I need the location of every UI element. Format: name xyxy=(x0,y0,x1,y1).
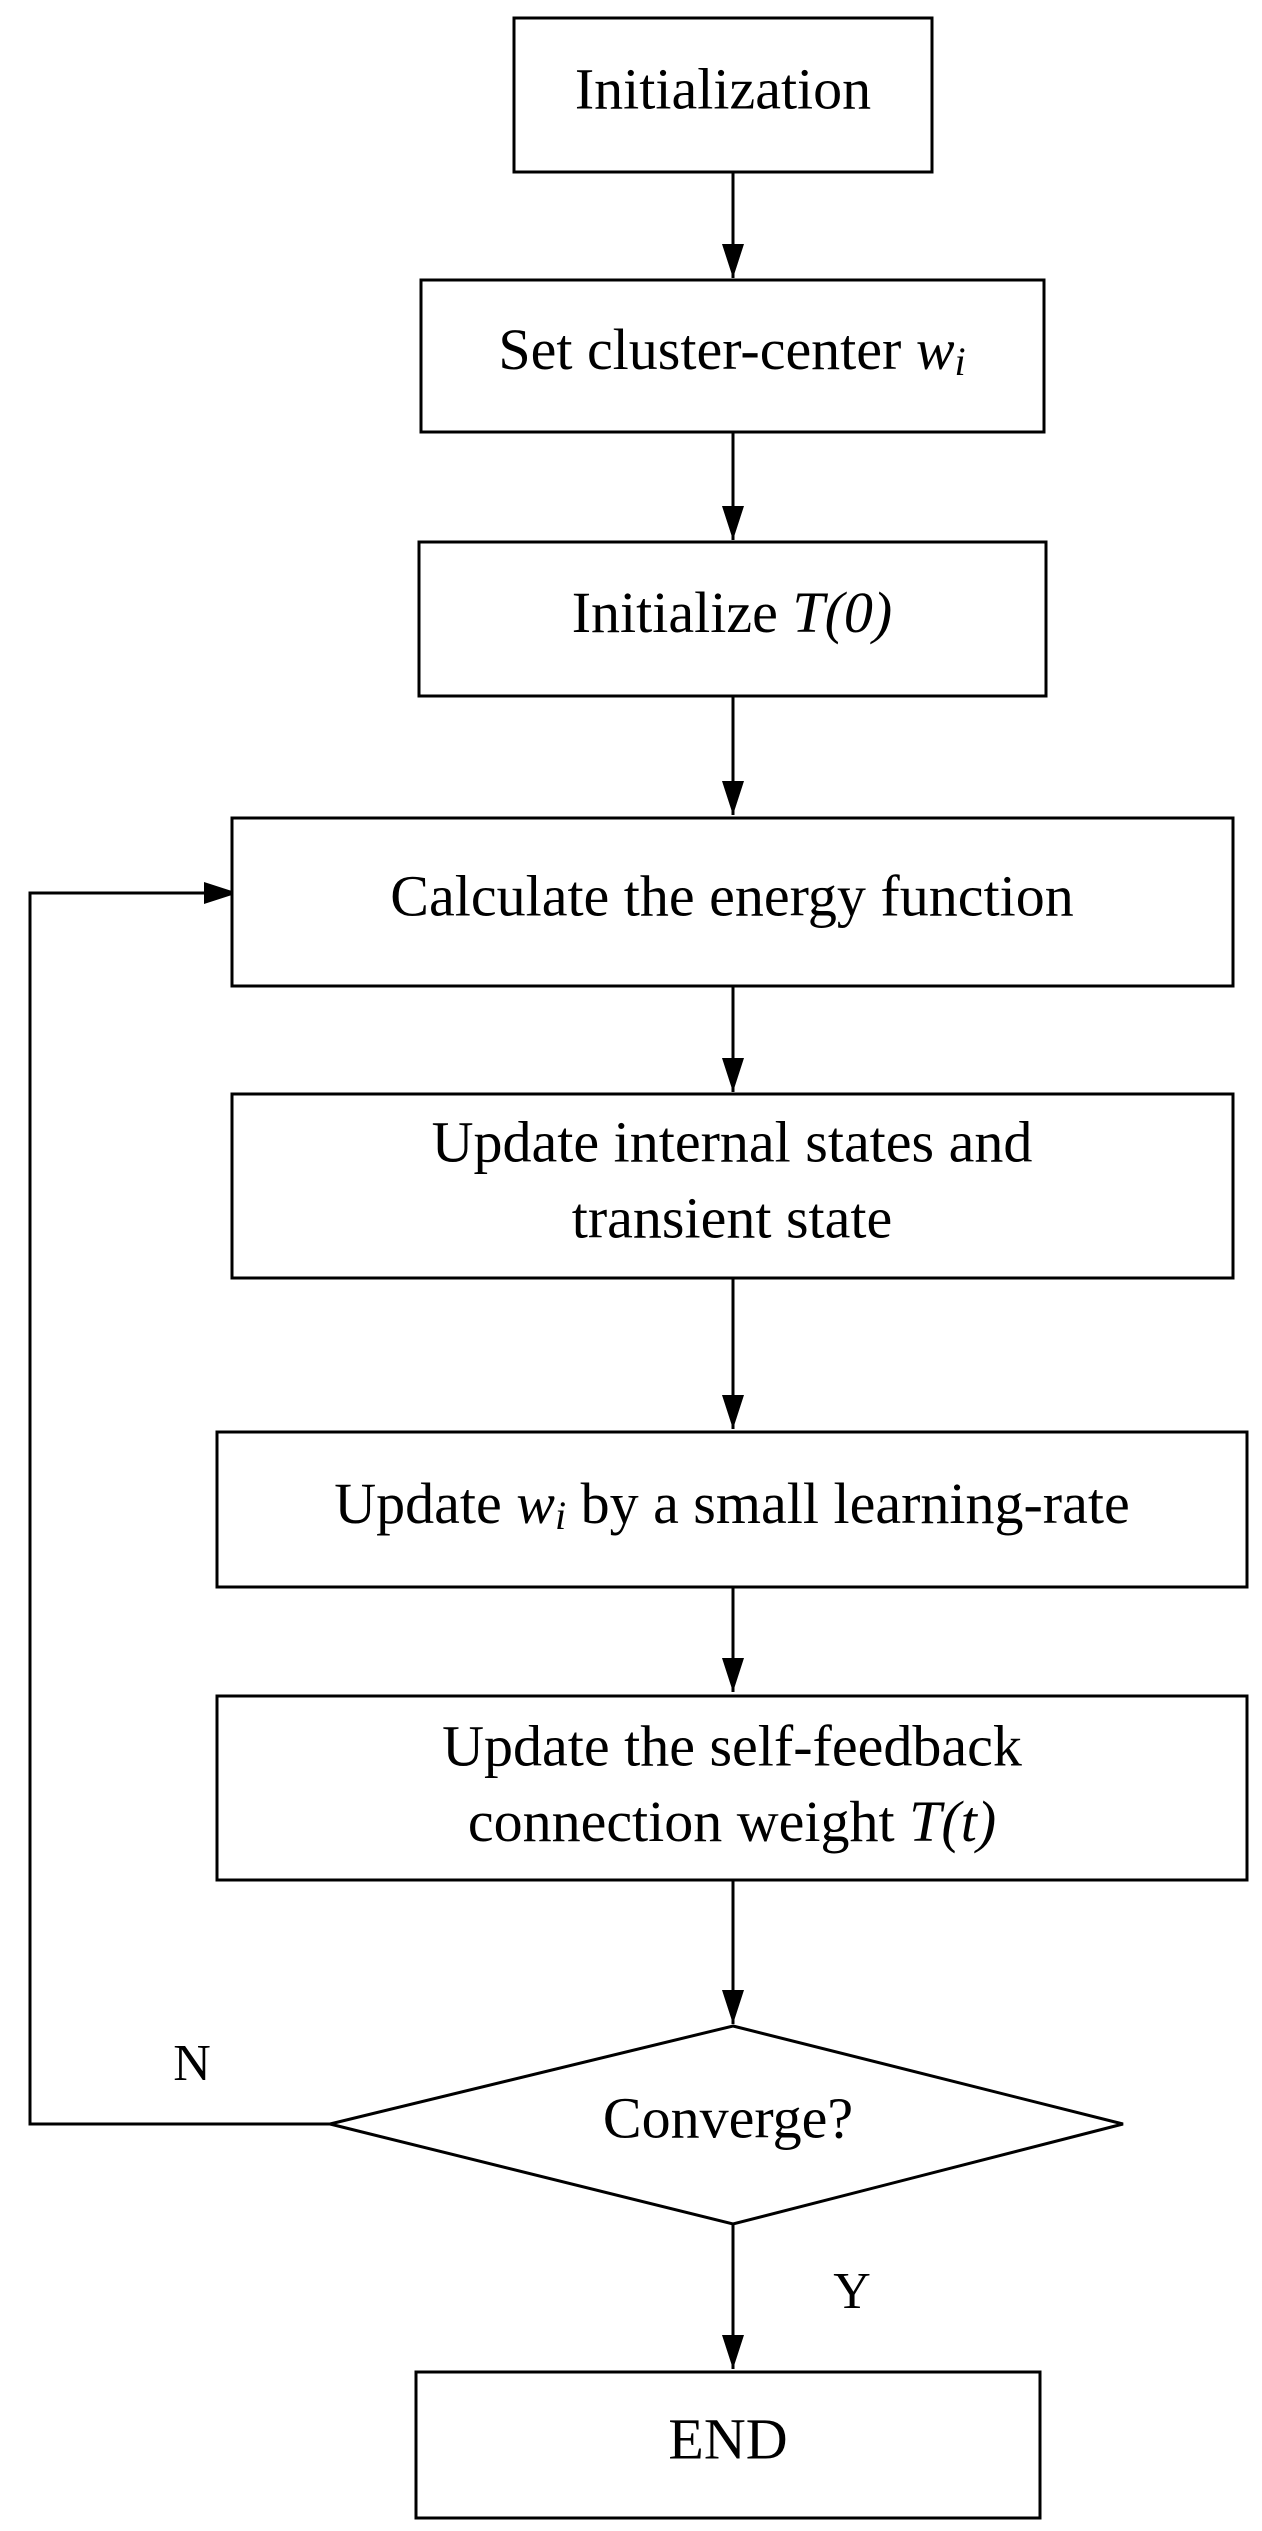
edge-converge-no-loop xyxy=(28,882,330,2126)
node-update-wi: Update wi by a small learning-rate xyxy=(215,1430,1249,1589)
edge-label-no: N xyxy=(173,2035,211,2092)
node-initialization: Initialization xyxy=(512,16,934,174)
edges xyxy=(28,172,744,2369)
node-converge-label: Converge? xyxy=(603,2085,853,2150)
node-update-wi-label: Update wi by a small learning-rate xyxy=(334,1471,1129,1538)
node-converge-decision: Converge? xyxy=(329,2024,1124,2226)
node-update-self-feedback-line1: Update the self-feedback xyxy=(442,1713,1022,1778)
node-update-internal-states-line1: Update internal states and xyxy=(432,1109,1033,1174)
node-initialization-label: Initialization xyxy=(575,56,871,121)
node-update-self-feedback: Update the self-feedback connection weig… xyxy=(215,1694,1249,1882)
node-update-internal-states: Update internal states and transient sta… xyxy=(230,1092,1235,1280)
node-initialize-t0: Initialize T(0) xyxy=(417,540,1048,698)
node-end: END xyxy=(414,2370,1042,2520)
node-update-internal-states-line2: transient state xyxy=(572,1185,893,1250)
node-update-self-feedback-line2: connection weight T(t) xyxy=(468,1789,996,1854)
node-calculate-energy: Calculate the energy function xyxy=(230,816,1235,988)
node-end-label: END xyxy=(668,2406,787,2471)
node-set-cluster-center: Set cluster-center wi xyxy=(419,278,1046,434)
node-set-cluster-center-label: Set cluster-center wi xyxy=(498,317,965,384)
node-initialize-t0-label: Initialize T(0) xyxy=(572,580,893,645)
edge-label-yes: Y xyxy=(833,2263,871,2320)
node-calculate-energy-label: Calculate the energy function xyxy=(390,863,1073,928)
